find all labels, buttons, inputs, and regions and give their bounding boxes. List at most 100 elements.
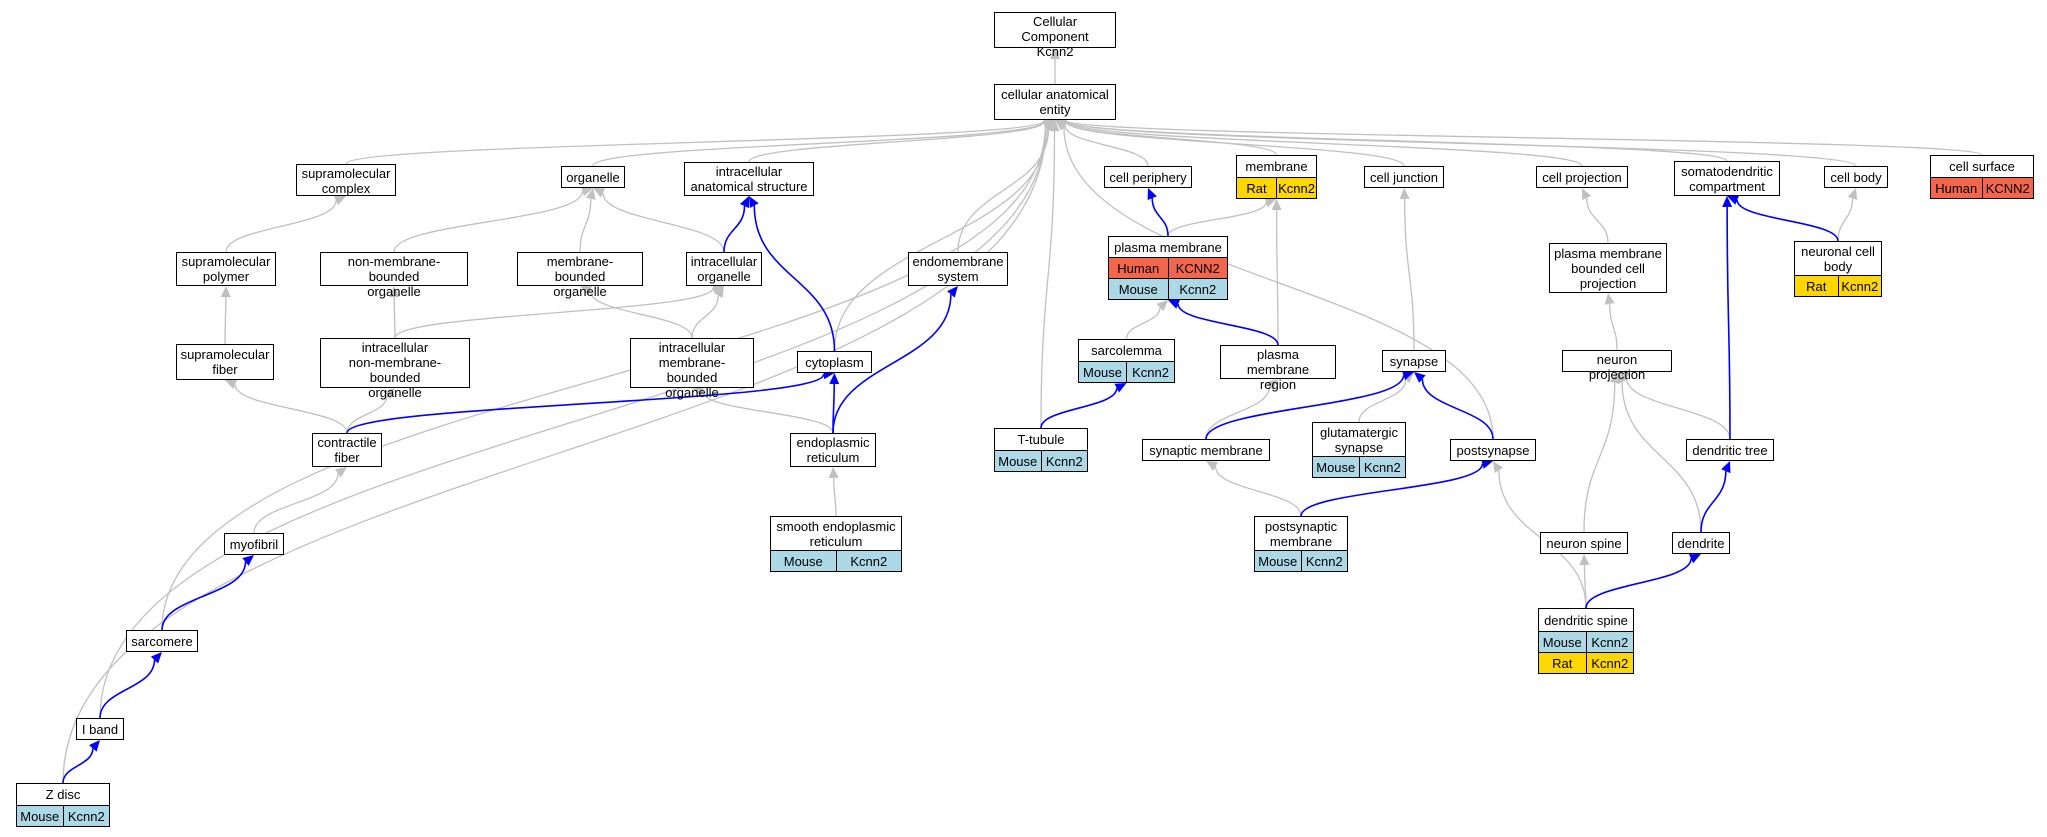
edge-cellsurface-cae bbox=[1065, 119, 1983, 156]
arrowhead-postsyn-synapse bbox=[1414, 372, 1426, 383]
node-supfiber[interactable]: supramolecular fiber bbox=[176, 344, 274, 380]
node-supcomplex[interactable]: supramolecular complex bbox=[296, 164, 396, 196]
node-pmbcp[interactable]: plasma membrane bounded cell projection bbox=[1549, 243, 1667, 293]
node-somato[interactable]: somatodendritic compartment bbox=[1674, 161, 1780, 196]
edge-dendtree-somato bbox=[1726, 206, 1731, 440]
edge-iband-sarcomere bbox=[99, 659, 156, 719]
node-cellbody[interactable]: cell body bbox=[1824, 166, 1888, 188]
edge-dendrite-neuronproj bbox=[1621, 381, 1702, 533]
arrowhead-zdisc-iband bbox=[89, 740, 100, 752]
node-label: intracellular anatomical structure bbox=[690, 164, 808, 194]
node-iband[interactable]: I band bbox=[76, 718, 124, 740]
node-ias[interactable]: intracellular anatomical structure bbox=[684, 162, 814, 196]
edge-ias-cae bbox=[748, 120, 1045, 163]
edge-glutsyn-synapse bbox=[1358, 379, 1407, 423]
node-neuronproj[interactable]: neuron projection bbox=[1562, 350, 1672, 382]
node-label: dendritic spine bbox=[1544, 612, 1628, 628]
node-label: postsynapse bbox=[1456, 442, 1530, 458]
arrowhead-postsyn-cae bbox=[1055, 120, 1067, 131]
gene-cell: Kcnn2 bbox=[1300, 551, 1347, 571]
arrowhead-er-imbo bbox=[692, 386, 704, 397]
species-cell: Mouse bbox=[995, 451, 1041, 471]
arrowhead-ser-er bbox=[828, 467, 839, 479]
species-cell: Mouse bbox=[771, 551, 836, 571]
node-label: plasma membrane bbox=[1114, 239, 1222, 255]
node-label: I band bbox=[81, 721, 119, 737]
node-er[interactable]: endoplasmic reticulum bbox=[790, 433, 876, 467]
node-synmem[interactable]: synaptic membrane bbox=[1142, 439, 1270, 461]
gene-cell: Kcnn2 bbox=[1276, 178, 1316, 198]
node-pmr[interactable]: plasma membrane region bbox=[1220, 345, 1336, 392]
arrowhead-er-cytoplasm bbox=[829, 373, 840, 385]
node-synapse[interactable]: synapse bbox=[1382, 350, 1446, 372]
species-cell: Mouse bbox=[1079, 362, 1126, 382]
arrowhead-pm-cellperiph bbox=[1147, 188, 1157, 201]
node-label: intracellular organelle bbox=[690, 254, 758, 284]
arrowhead-dendrite-neuronproj bbox=[1617, 372, 1627, 385]
node-postsyn[interactable]: postsynapse bbox=[1450, 439, 1536, 461]
arrowhead-ttubule-sarcolemma bbox=[1114, 383, 1127, 393]
edge-contractile-cytoplasm bbox=[346, 373, 825, 434]
arrowhead-pmbcp-cellproj bbox=[1582, 188, 1592, 201]
node-endomem[interactable]: endomembrane system bbox=[908, 252, 1008, 286]
edge-myofibril-contractile bbox=[253, 473, 339, 534]
gene-cell: KCNN2 bbox=[1167, 258, 1227, 278]
arrowhead-ttubule-cae bbox=[1049, 120, 1060, 132]
node-label: cell projection bbox=[1542, 169, 1622, 185]
node-label: membrane bbox=[1245, 159, 1308, 174]
node-dendrite[interactable]: dendrite bbox=[1672, 532, 1730, 554]
species-cell: Mouse bbox=[1313, 457, 1359, 477]
gene-cell: Kcnn2 bbox=[835, 551, 901, 571]
edge-ser-er bbox=[833, 477, 837, 517]
arrowhead-dspine-nspine bbox=[1579, 554, 1590, 566]
node-cellperiph[interactable]: cell periphery bbox=[1104, 166, 1192, 188]
node-suppolymer[interactable]: supramolecular polymer bbox=[176, 252, 276, 286]
node-label: postsynaptic membrane bbox=[1264, 518, 1338, 549]
node-nspine[interactable]: neuron spine bbox=[1540, 532, 1628, 554]
node-label: Z disc bbox=[45, 787, 81, 802]
node-imbo[interactable]: intracellular membrane-bounded organelle bbox=[630, 338, 754, 400]
node-nmbo[interactable]: non-membrane-bounded organelle bbox=[320, 252, 468, 299]
edge-sarcomere-myofibril bbox=[161, 561, 247, 631]
gene-cell: Kcnn2 bbox=[1126, 362, 1174, 382]
node-label: cytoplasm bbox=[805, 354, 864, 370]
node-cytoplasm[interactable]: cytoplasm bbox=[797, 351, 872, 373]
node-myofibril[interactable]: myofibril bbox=[224, 533, 284, 555]
edge-nspine-neuronproj bbox=[1583, 382, 1616, 533]
node-dendtree[interactable]: dendritic tree bbox=[1686, 439, 1774, 461]
node-organelle[interactable]: organelle bbox=[561, 166, 625, 188]
arrowhead-neuronproj-pmbcp bbox=[1604, 293, 1615, 305]
arrowhead-cytoplasm-ias bbox=[749, 196, 759, 209]
node-label: synaptic membrane bbox=[1149, 442, 1263, 458]
node-contractile[interactable]: contractile fiber bbox=[312, 433, 382, 467]
species-cell: Mouse bbox=[1109, 279, 1168, 299]
node-celljunction[interactable]: cell junction bbox=[1364, 166, 1444, 188]
node-inmbo[interactable]: intracellular non-membrane-bounded organ… bbox=[320, 338, 470, 400]
edge-dspine-dendrite bbox=[1585, 558, 1692, 609]
node-mbo[interactable]: membrane-bounded organelle bbox=[517, 252, 643, 299]
edge-dendtree-neuronproj bbox=[1625, 377, 1731, 440]
node-io[interactable]: intracellular organelle bbox=[686, 252, 762, 286]
node-label: organelle bbox=[566, 169, 620, 185]
node-cae[interactable]: cellular anatomical entity bbox=[994, 84, 1116, 120]
node-cellproj[interactable]: cell projection bbox=[1536, 166, 1628, 188]
node-root[interactable]: Cellular Component Kcnn2 bbox=[994, 12, 1116, 59]
arrowhead-synmem-synapse bbox=[1401, 370, 1414, 381]
node-sarcomere[interactable]: sarcomere bbox=[126, 630, 198, 652]
edge-imbo-mbo bbox=[589, 290, 693, 339]
node-label: myofibril bbox=[229, 536, 279, 552]
edge-psm-postsyn bbox=[1300, 463, 1484, 517]
